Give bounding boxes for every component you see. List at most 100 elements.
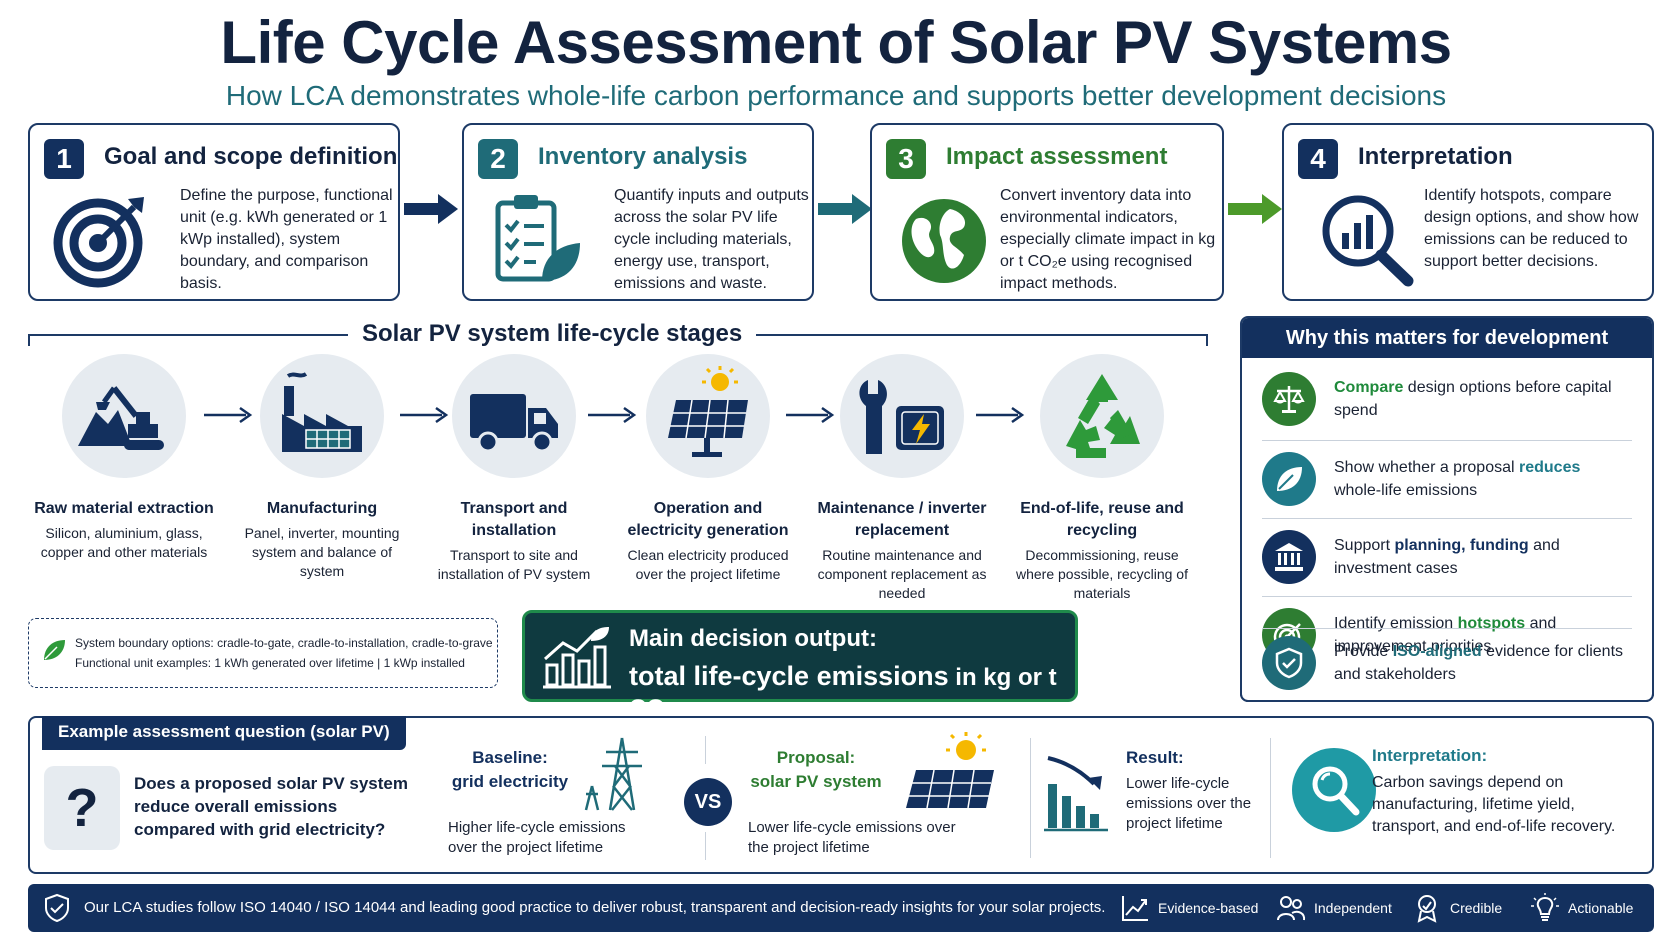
proposal-description: Lower life-cycle emissions over the proj…: [748, 819, 956, 856]
shield-check-icon: [45, 893, 69, 923]
step-number: 3: [886, 139, 926, 179]
interpretation-icon-circle: [1292, 748, 1376, 832]
step-title: Interpretation: [1358, 143, 1513, 170]
interpretation-label: Interpretation:: [1372, 746, 1488, 765]
example-tag: Example assessment question (solar PV): [42, 716, 406, 750]
example-assessment: Example assessment question (solar PV) ?…: [28, 716, 1654, 874]
output-metric: total life-cycle emissions: [629, 661, 949, 691]
arrow-right-icon: [786, 406, 835, 424]
page-title: Life Cycle Assessment of Solar PV System…: [220, 9, 1452, 76]
why-icon-circle: [1262, 530, 1316, 584]
output-heading: Main decision output:: [629, 625, 877, 652]
arrow-right-icon: [588, 406, 637, 424]
stage-name: Raw material extraction: [34, 500, 214, 517]
divider: [1262, 518, 1632, 519]
stages-section-header: Solar PV system life-cycle stages: [28, 320, 1208, 348]
step-number: 2: [478, 139, 518, 179]
arrow-right-icon: [204, 406, 253, 424]
footer-text: Our LCA studies follow ISO 14040 / ISO 1…: [84, 899, 1106, 916]
why-icon-circle: [1262, 372, 1316, 426]
factory-icon: [282, 372, 362, 452]
why-highlight: reduces: [1519, 459, 1581, 476]
why-icon-circle: [1262, 452, 1316, 506]
divider: [1262, 628, 1632, 629]
stage-icon-circle: [452, 354, 576, 478]
trend-chart-icon: [1122, 896, 1148, 921]
stage-raw-material: Raw material extraction Silicon, alumini…: [34, 354, 214, 562]
step-card-goal-scope: 1 Goal and scope definition Define the p…: [28, 123, 400, 301]
step-title: Inventory analysis: [538, 143, 748, 170]
stage-icon-circle: [646, 354, 770, 478]
recycle-icon: [1066, 374, 1140, 458]
award-icon: [1417, 895, 1437, 923]
divider: [1270, 738, 1271, 858]
stage-icon-circle: [260, 354, 384, 478]
people-icon: [1277, 896, 1306, 921]
badge-label: Evidence-based: [1158, 900, 1259, 916]
why-highlight: hotspots: [1457, 615, 1526, 632]
stage-description: Routine maintenance and component replac…: [817, 547, 987, 601]
why-item-iso: Provide ISO-aligned evidence for clients…: [1262, 630, 1632, 698]
why-item-text: Provide ISO-aligned evidence for clients…: [1334, 643, 1624, 683]
main-decision-output: Main decision output: total life-cycle e…: [522, 610, 1078, 722]
why-item-planning: Support planning, funding and investment…: [1262, 524, 1632, 592]
baseline-description: Higher life-cycle emissions over the pro…: [448, 819, 626, 856]
arrow-right-icon: [976, 406, 1025, 424]
stage-name: Maintenance / inverter replacement: [817, 500, 987, 539]
stage-operation: Operation and electricity generation Cle…: [618, 354, 798, 584]
stage-name: End-of-life, reuse and recycling: [1020, 500, 1184, 539]
stage-manufacturing: Manufacturing Panel, inverter, mounting …: [232, 354, 412, 581]
step-description: Convert inventory data into environmenta…: [1000, 187, 1216, 292]
wrench-inverter-icon: [859, 380, 944, 454]
clipboard-checklist-icon: [495, 195, 580, 282]
stage-icon-circle: [1040, 354, 1164, 478]
arrow-right-icon: [818, 194, 872, 224]
divider: [1030, 738, 1031, 858]
why-highlight: Compare: [1334, 379, 1404, 396]
stage-name: Transport and installation: [460, 500, 568, 539]
why-item-text: Support planning, funding and investment…: [1334, 537, 1560, 577]
boundary-options-text: System boundary options: cradle-to-gate,…: [75, 636, 493, 650]
pylon-icon: [584, 737, 642, 811]
footer-banner: Our LCA studies follow ISO 14040 / ISO 1…: [28, 884, 1654, 932]
institution-icon: [1275, 543, 1303, 571]
why-this-matters-panel: Why this matters for development decisio…: [1240, 316, 1654, 702]
arrow-right-icon: [404, 194, 458, 224]
arrow-right-icon: [1228, 194, 1282, 224]
step-title: Impact assessment: [946, 143, 1168, 170]
why-item-reduces: Show whether a proposal reduces whole-li…: [1262, 446, 1632, 514]
stage-description: Transport to site and installation of PV…: [437, 547, 591, 582]
solar-panel-icon: [906, 732, 994, 809]
stage-icon-circle: [62, 354, 186, 478]
globe-icon: [902, 199, 986, 283]
step-description: Define the purpose, functional unit (e.g…: [180, 187, 393, 292]
interpretation-description: Carbon savings depend on manufacturing, …: [1372, 774, 1616, 835]
step-number: 4: [1298, 139, 1338, 179]
excavator-icon: [78, 386, 164, 450]
magnifier-icon: [1312, 766, 1360, 816]
vs-badge: VS: [684, 778, 732, 826]
stage-description: Decommissioning, reuse where possible, r…: [1016, 547, 1188, 601]
why-panel-title: Why this matters for development decisio…: [1242, 318, 1652, 389]
step-title: Goal and scope definition: [104, 143, 398, 170]
divider: [705, 832, 706, 860]
step-description: Identify hotspots, compare design option…: [1424, 187, 1639, 270]
functional-unit-text: Functional unit examples: 1 kWh generate…: [75, 656, 465, 670]
step-number: 1: [44, 139, 84, 179]
target-icon: [53, 197, 144, 288]
step-card-inventory: 2 Inventory analysis Quantify inputs and…: [462, 123, 814, 301]
stage-description: Silicon, aluminium, glass, copper and ot…: [40, 525, 208, 560]
step-card-interpretation: 4 Interpretation Identify hotspots, comp…: [1282, 123, 1654, 301]
bar-chart-leaf-icon: [543, 627, 611, 689]
stage-description: Panel, inverter, mounting system and bal…: [244, 525, 400, 579]
why-highlight: ISO-aligned: [1392, 643, 1482, 660]
divider: [1262, 596, 1632, 597]
stage-description: Clean electricity produced over the proj…: [627, 547, 789, 582]
stage-name: Manufacturing: [266, 500, 378, 517]
why-panel-continuation: Provide ISO-aligned evidence for clients…: [1240, 628, 1654, 702]
divider: [705, 736, 706, 764]
stage-name: Operation and electricity generation: [627, 500, 789, 539]
output-value: total life-cycle emissions in kg or t CO…: [629, 661, 1075, 723]
why-item-text: Show whether a proposal reduces whole-li…: [1334, 459, 1581, 499]
system-boundary-note: System boundary options: cradle-to-gate,…: [28, 618, 498, 688]
